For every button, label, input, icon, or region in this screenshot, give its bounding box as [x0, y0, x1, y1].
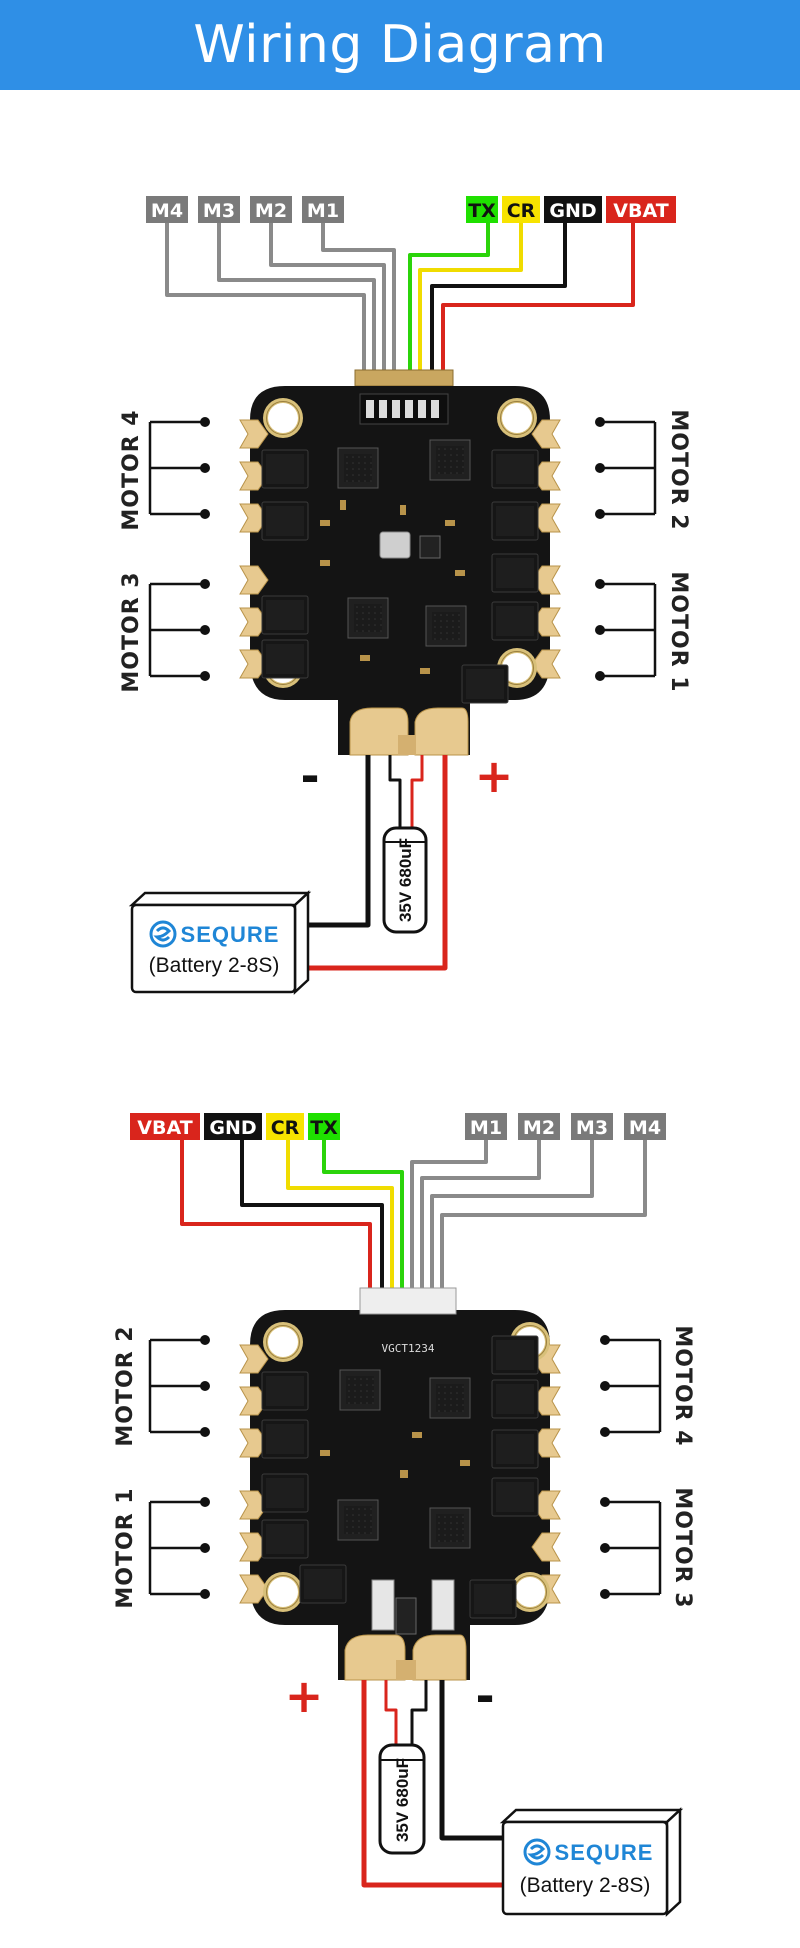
label-vbat-2: VBAT — [137, 1117, 192, 1139]
diagram-2: VBAT GND CR TX M1 M2 M3 M4 — [113, 1113, 695, 1917]
motor-signal-labels-2: M1 M2 M3 M4 — [465, 1113, 666, 1140]
capacitor-1: 35V 680uF — [382, 826, 428, 934]
esc-board-2: VGCT1234 — [239, 1287, 561, 1681]
diagram-1: M4 M3 M2 M1 TX CR GND VBAT — [119, 196, 691, 995]
signal-wires-2 — [180, 1140, 647, 1292]
motor2-label-1: MOTOR 2 — [666, 409, 691, 530]
label-gnd: GND — [549, 200, 596, 222]
esc-board-1 — [239, 386, 561, 756]
battery-1: SEQURE (Battery 2-8S) — [128, 890, 312, 995]
motor3-label-1: MOTOR 3 — [119, 571, 144, 692]
label-tx: TX — [468, 200, 496, 222]
label-m2: M2 — [255, 200, 287, 222]
battery-brand-1: SEQURE — [181, 922, 280, 947]
capacitor-label-1: 35V 680uF — [396, 838, 415, 922]
wire-connector-1 — [354, 369, 454, 387]
battery-label-2: (Battery 2-8S) — [520, 1874, 651, 1897]
pin-header-text: VGCT1234 — [382, 1342, 435, 1355]
power-wires-2 — [361, 1680, 505, 1888]
power-labels-2: VBAT GND CR TX — [130, 1113, 340, 1140]
power-wires-1 — [302, 755, 448, 971]
motor1-label-2: MOTOR 1 — [113, 1487, 138, 1608]
motor1-label-1: MOTOR 1 — [666, 571, 691, 692]
battery-label-1: (Battery 2-8S) — [149, 954, 280, 977]
motor-pads-left-1 — [239, 419, 269, 679]
motor-pads-right-1 — [531, 419, 561, 679]
label-m2-2: M2 — [523, 1117, 555, 1139]
motor-wires-right-1 — [600, 420, 657, 678]
positive-symbol-1: + — [475, 749, 514, 803]
motor4-label-2: MOTOR 4 — [670, 1325, 695, 1446]
negative-symbol-2: - — [475, 1669, 494, 1723]
motor-wires-left-2 — [148, 1338, 205, 1596]
label-m1-2: M1 — [470, 1117, 502, 1139]
motor-wires-right-2 — [605, 1338, 662, 1596]
motor-signal-labels-1: M4 M3 M2 M1 — [146, 196, 344, 223]
label-m4: M4 — [151, 200, 183, 222]
power-labels-1: TX CR GND VBAT — [466, 196, 676, 223]
motor2-label-2: MOTOR 2 — [113, 1325, 138, 1446]
page-title: Wiring Diagram — [193, 15, 607, 75]
label-vbat: VBAT — [613, 200, 668, 222]
label-cr-2: CR — [271, 1117, 300, 1139]
signal-wires-1 — [165, 223, 635, 375]
label-m4-2: M4 — [629, 1117, 661, 1139]
label-m3: M3 — [203, 200, 235, 222]
label-gnd-2: GND — [209, 1117, 256, 1139]
label-m3-2: M3 — [576, 1117, 608, 1139]
motor-pads-left-2 — [239, 1344, 269, 1604]
label-m1: M1 — [307, 200, 339, 222]
capacitor-2: 35V 680uF — [378, 1743, 426, 1855]
label-cr: CR — [507, 200, 536, 222]
motor3-label-2: MOTOR 3 — [670, 1487, 695, 1608]
positive-symbol-2: + — [285, 1669, 324, 1723]
header-banner: Wiring Diagram — [0, 0, 800, 90]
battery-2: SEQURE (Battery 2-8S) — [499, 1807, 684, 1917]
battery-brand-2: SEQURE — [555, 1840, 654, 1865]
capacitor-label-2: 35V 680uF — [393, 1758, 412, 1842]
label-tx-2: TX — [310, 1117, 338, 1139]
motor-wires-left-1 — [148, 420, 205, 678]
negative-symbol-1: - — [300, 749, 319, 803]
motor4-label-1: MOTOR 4 — [119, 409, 144, 530]
